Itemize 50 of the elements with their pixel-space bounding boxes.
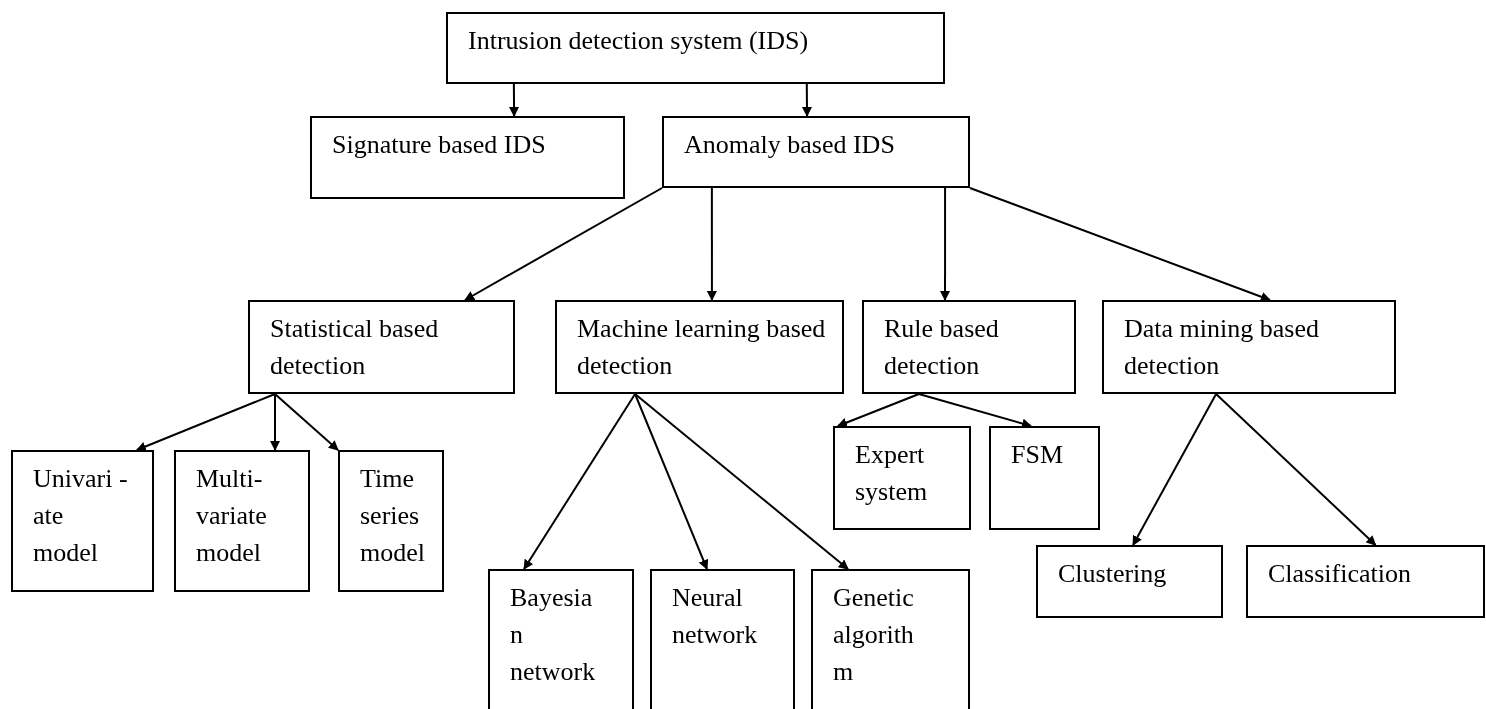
arrow [270,393,281,451]
arrow [135,393,276,452]
category-box [662,116,970,188]
arrow [464,187,663,301]
node-label: Expert system [855,439,929,508]
node-label: Neural network [672,582,759,651]
category-box [248,300,515,394]
category-box [833,426,971,530]
category-box [811,569,970,709]
category-box [555,300,844,394]
arrow [802,83,812,117]
node-label: Univari -ate model [33,463,129,569]
category-box [174,450,310,592]
node-label: Intrusion detection system (IDS) [468,25,810,57]
node-label: Classification [1268,558,1412,590]
node-label: Anomaly based IDS [684,129,896,161]
category-box [11,450,154,592]
arrow [509,83,520,117]
category-box [1246,545,1485,618]
category-box [989,426,1100,530]
arrow [1215,393,1377,546]
category-box [862,300,1076,394]
category-box [488,569,634,709]
category-box [446,12,945,84]
node-label: Statistical based detection [270,313,440,382]
node-label: Bayesia n network [510,582,597,688]
category-box [338,450,444,592]
arrow [1132,393,1218,546]
arrow [634,393,850,570]
category-box [650,569,795,709]
node-label: Time series model [360,463,426,569]
arrow [706,187,717,301]
node-label: Multi- variate model [196,463,268,569]
node-label: Rule based detection [884,313,1000,382]
category-box [310,116,625,199]
arrow [917,393,1032,429]
arrow [273,393,339,451]
arrow [523,393,637,570]
node-label: Data mining based detection [1124,313,1320,382]
arrow [969,187,1271,302]
node-label: FSM [1011,439,1065,471]
node-label: Clustering [1058,558,1168,590]
category-box [1036,545,1223,618]
node-label: Machine learning based detection [577,313,827,382]
arrow [634,393,709,570]
arrow [836,393,920,428]
category-box [1102,300,1396,394]
node-label: Genetic algorith m [833,582,915,688]
arrow [940,187,951,301]
node-label: Signature based IDS [332,129,547,161]
